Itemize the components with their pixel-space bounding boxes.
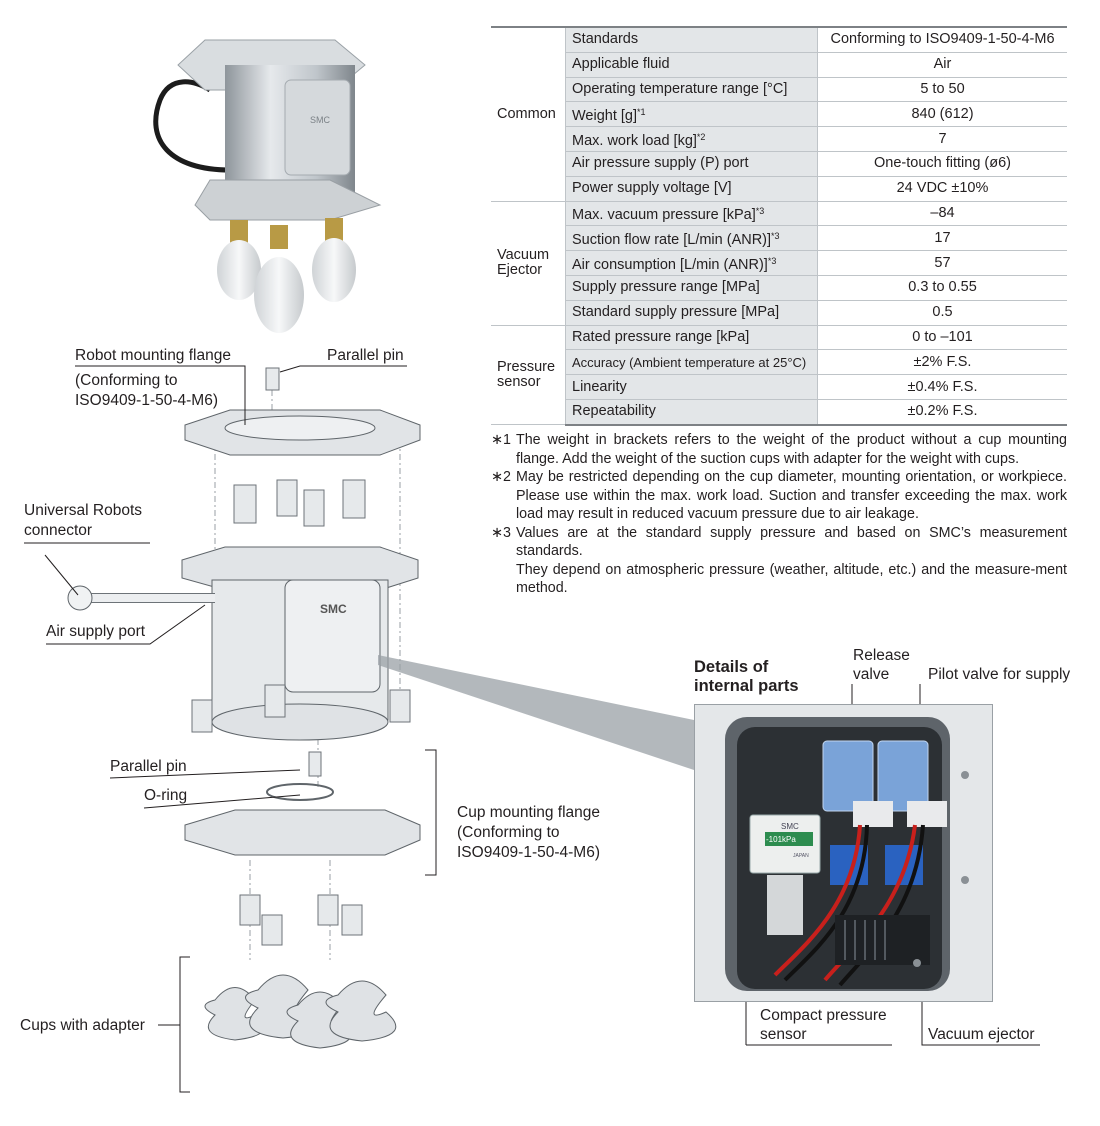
- spec-value: 0.3 to 0.55: [817, 274, 1067, 301]
- group-common: Common: [491, 25, 566, 202]
- label-ur-connector-2: connector: [24, 522, 93, 539]
- footnote-2: ∗2 May be restricted depending on the cu…: [491, 469, 1067, 522]
- spec-item: Operating temperature range [°C]: [565, 76, 818, 103]
- spec-item: Accuracy (Ambient temperature at 25°C): [565, 349, 818, 376]
- spec-value: ±2% F.S.: [817, 349, 1067, 376]
- spec-value: ±0.4% F.S.: [817, 374, 1067, 400]
- spec-value: Conforming to ISO9409-1-50-4-M6: [817, 25, 1067, 53]
- label-parallel-pin-bottom: Parallel pin: [110, 758, 187, 775]
- label-cup-flange-std-1: (Conforming to: [457, 824, 560, 841]
- spec-item: Power supply voltage [V]: [565, 175, 818, 202]
- spec-value: 5 to 50: [817, 76, 1067, 103]
- label-parallel-pin-top: Parallel pin: [327, 347, 404, 364]
- specifications-table: Common Standards Conforming to ISO9409-1…: [491, 25, 1067, 426]
- label-ur-connector-1: Universal Robots: [24, 502, 143, 519]
- label-cup-mounting-flange: Cup mounting flange: [457, 804, 601, 821]
- label-robot-mounting-flange: Robot mounting flange: [75, 347, 231, 364]
- spec-value: 7: [817, 126, 1067, 152]
- sensor-brand-text: SMC: [781, 822, 799, 831]
- spec-item: Max. vacuum pressure [kPa]*3: [565, 200, 818, 227]
- spec-item: Air pressure supply (P) port: [565, 150, 818, 177]
- label-compact-sensor-2: sensor: [760, 1026, 807, 1043]
- label-o-ring: O-ring: [144, 787, 188, 804]
- footnotes: ∗1 The weight in brackets refers to the …: [491, 431, 1067, 598]
- spec-value: 0 to –101: [817, 324, 1067, 351]
- internal-parts-illustration: SMC -101kPa JAPAN: [695, 705, 992, 1001]
- spec-item: Rated pressure range [kPa]: [565, 324, 818, 351]
- exploded-view-drawing: SMC: [67, 367, 437, 1093]
- drawing-smc-logo: SMC: [320, 602, 347, 616]
- label-pilot-valve: Pilot valve for supply: [928, 666, 1071, 683]
- spec-value: 17: [817, 225, 1067, 252]
- spec-item: Standards: [565, 25, 818, 53]
- label-cups-with-adapter: Cups with adapter: [20, 1017, 145, 1034]
- footnote-1: ∗1 The weight in brackets refers to the …: [491, 432, 1067, 467]
- spec-item: Standard supply pressure [MPa]: [565, 299, 818, 326]
- spec-value: –84: [817, 200, 1067, 227]
- product-photo: SMC: [153, 39, 382, 333]
- photo-smc-logo: SMC: [310, 115, 331, 125]
- internal-parts-photo: SMC -101kPa JAPAN: [694, 704, 993, 1002]
- spec-item: Supply pressure range [MPa]: [565, 274, 818, 301]
- label-robot-flange-std-1: (Conforming to: [75, 372, 178, 389]
- label-release-valve-1: Release: [853, 647, 910, 664]
- footnote-3: ∗3 Values are at the standard supply pre…: [491, 524, 1067, 597]
- spec-item: Suction flow rate [L/min (ANR)]*3: [565, 225, 818, 252]
- spec-item: Air consumption [L/min (ANR)]*3: [565, 250, 818, 276]
- sensor-origin-text: JAPAN: [793, 853, 809, 859]
- spec-value: 0.5: [817, 299, 1067, 326]
- details-title: Details of internal parts: [694, 658, 799, 695]
- spec-value: 24 VDC ±10%: [817, 175, 1067, 202]
- label-cup-flange-std-2: ISO9409-1-50-4-M6): [457, 844, 601, 861]
- sensor-reading-text: -101kPa: [766, 835, 796, 844]
- label-vacuum-ejector: Vacuum ejector: [928, 1026, 1035, 1043]
- label-air-supply-port: Air supply port: [46, 623, 146, 640]
- spec-item: Weight [g]*1: [565, 101, 818, 128]
- label-robot-flange-std-2: ISO9409-1-50-4-M6): [75, 392, 219, 409]
- spec-item: Repeatability: [565, 398, 818, 426]
- spec-value: ±0.2% F.S.: [817, 398, 1067, 426]
- label-release-valve-2: valve: [853, 666, 890, 683]
- label-compact-sensor-1: Compact pressure: [760, 1007, 887, 1024]
